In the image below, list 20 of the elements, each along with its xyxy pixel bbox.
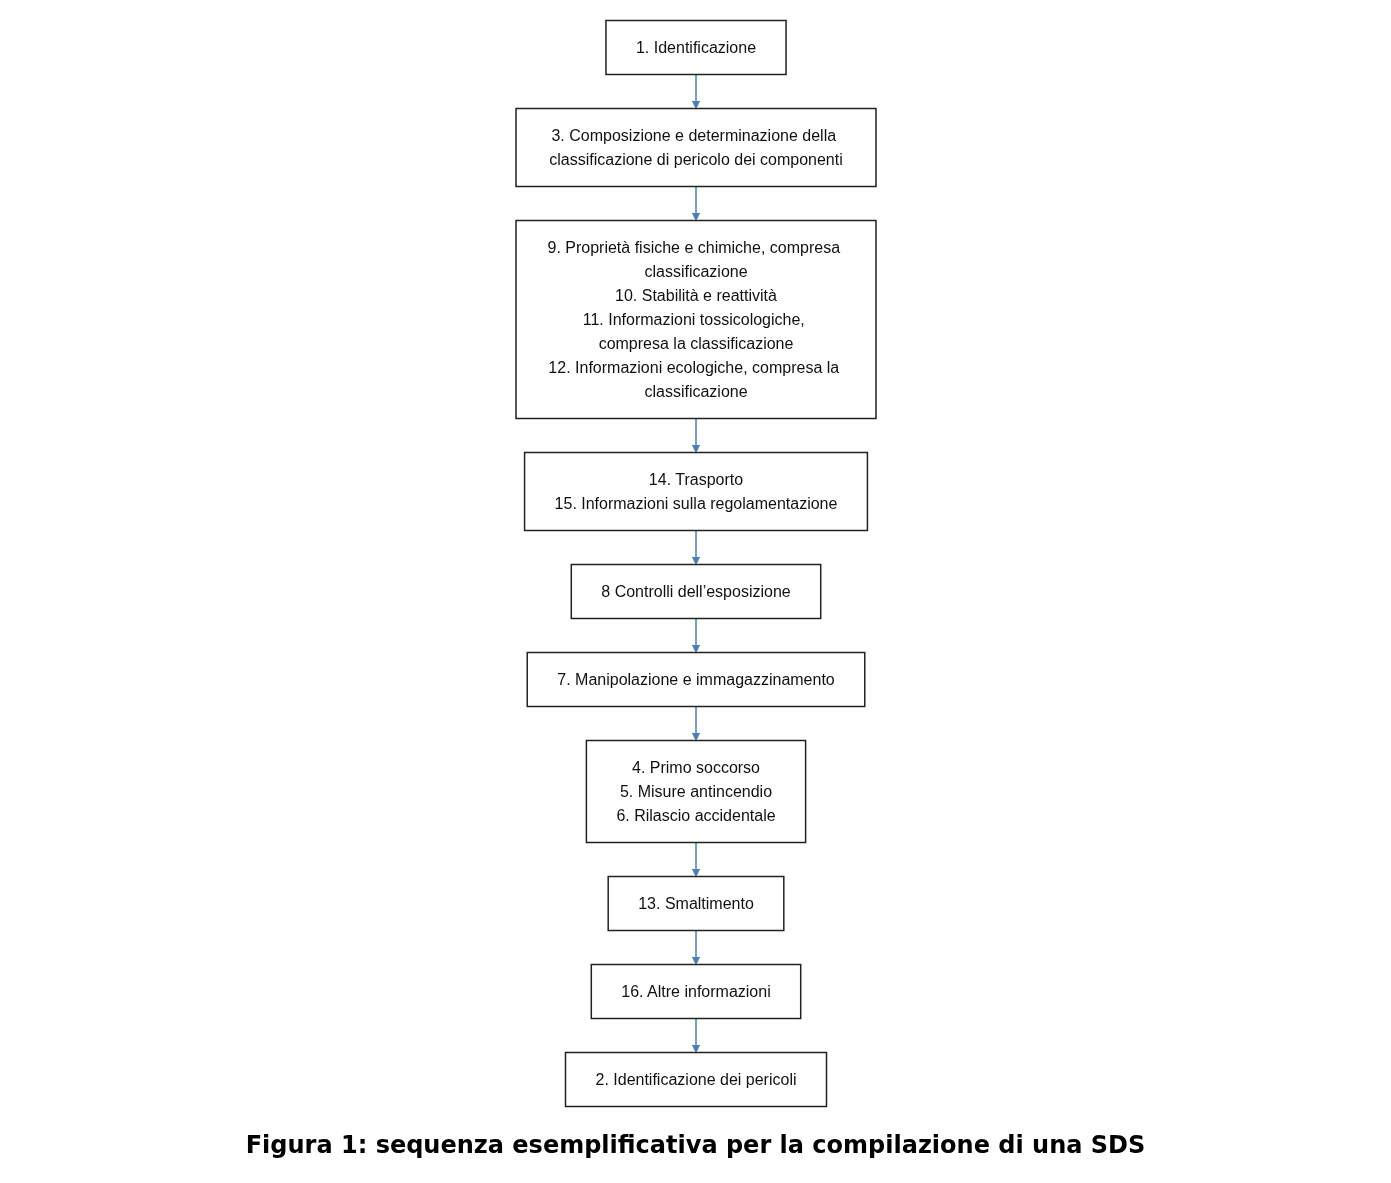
node-box: 7. Manipolazione e immagazzinamento bbox=[526, 651, 865, 708]
arrow bbox=[691, 185, 700, 221]
node-box: 9. Proprietà fisiche e chimiche, compresa classificazione 10. Stabilità e reattività 11. Informazioni tossicologiche, compresa la classificazione 12. Informazioni ecologiche, compresa la classificazione bbox=[514, 219, 877, 420]
node-box: 14. Trasporto 15. Informazioni sulla regolamentazione bbox=[523, 451, 868, 532]
arrow bbox=[691, 73, 700, 109]
arrow bbox=[691, 841, 700, 877]
node-box: 8 Controlli dell’esposizione bbox=[570, 563, 821, 620]
node-box: 2. Identificazione dei pericoli bbox=[564, 1051, 827, 1108]
node-box: 3. Composizione e determinazione della classificazione di pericolo dei componenti bbox=[514, 107, 877, 188]
arrow bbox=[691, 1017, 700, 1053]
node-box: 16. Altre informazioni bbox=[590, 963, 801, 1020]
node-box: 13. Smaltimento bbox=[606, 875, 785, 932]
node-box: 1. Identificazione bbox=[604, 19, 787, 76]
arrow bbox=[691, 617, 700, 653]
figure-caption: Figura 1: sequenza esemplificativa per la compilazione di una SDS bbox=[245, 1130, 1146, 1161]
arrow bbox=[691, 705, 700, 741]
arrow bbox=[691, 417, 700, 453]
arrow bbox=[691, 929, 700, 965]
arrow bbox=[691, 529, 700, 565]
node-box: 4. Primo soccorso 5. Misure antincendio 6. Rilascio accidentale bbox=[585, 739, 806, 844]
